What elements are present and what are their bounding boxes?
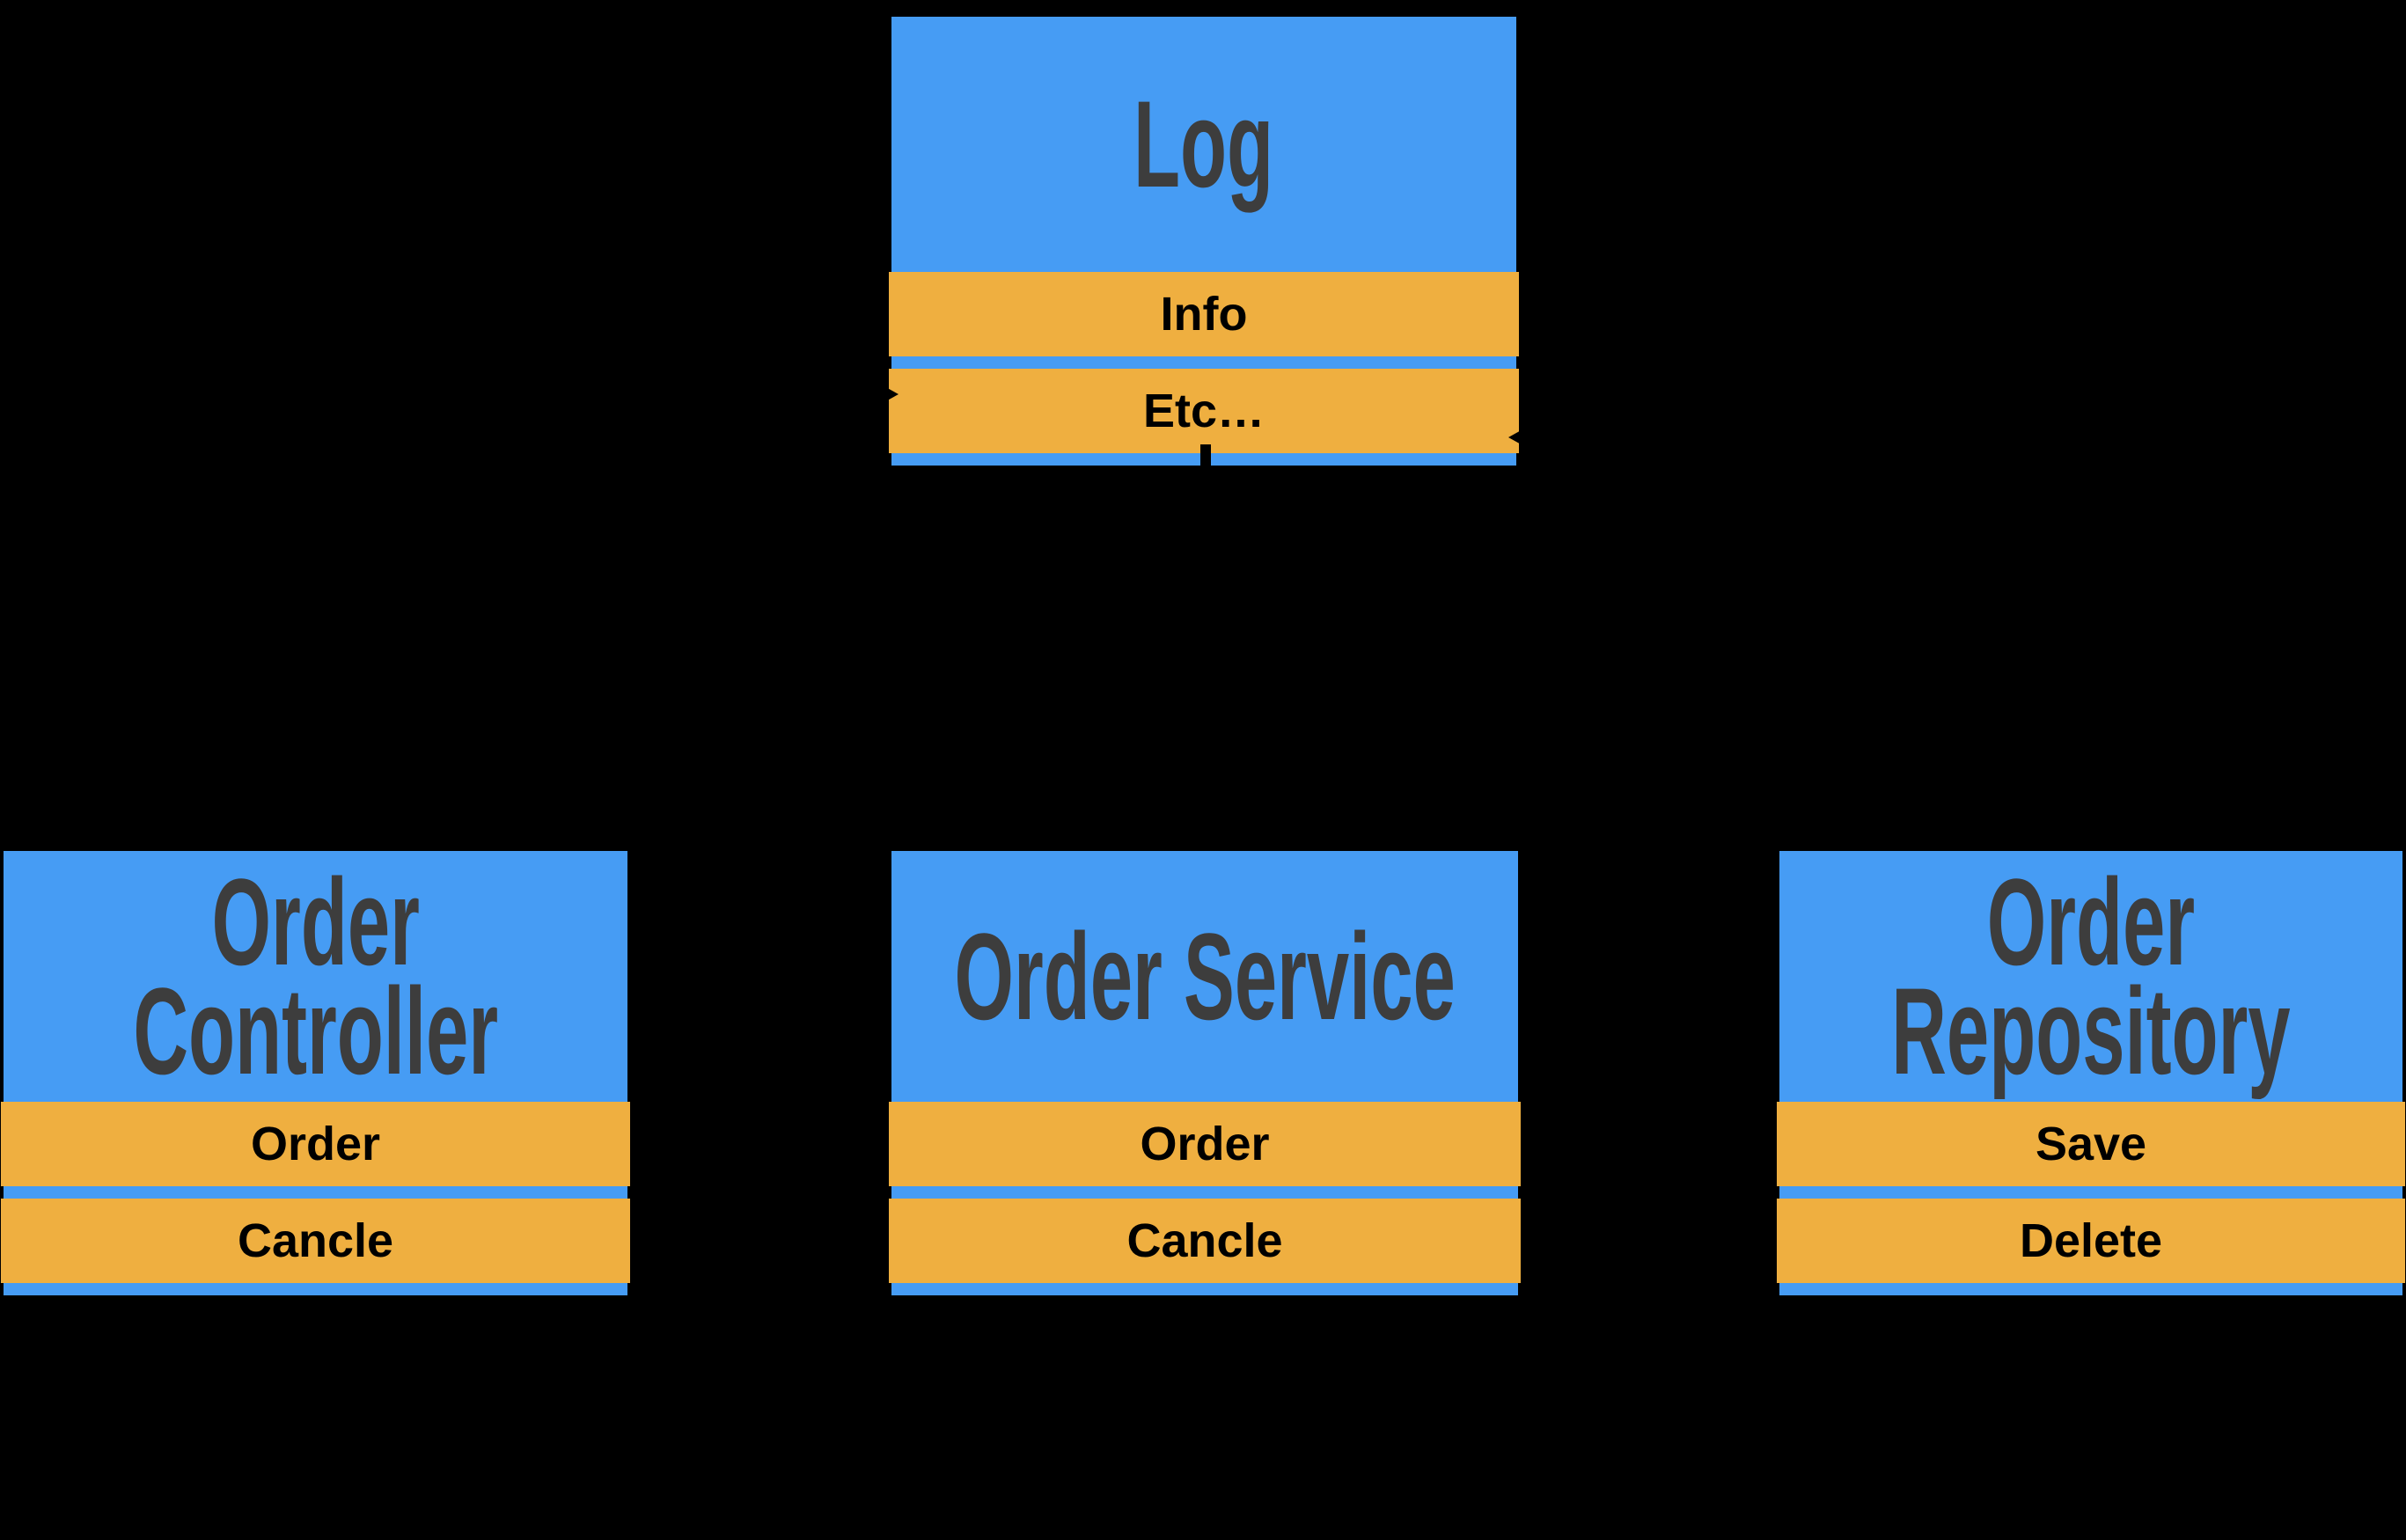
class-box-order-repository-method-save: Save <box>1777 1102 2405 1186</box>
class-box-log-header: Log <box>891 17 1516 272</box>
class-box-order-service-method-cancle: Cancle <box>889 1199 1521 1283</box>
connector-line-up-icon <box>1200 444 1211 485</box>
connector-arrowhead-right-icon <box>875 381 899 407</box>
class-box-order-service-title: Order Service <box>954 906 1456 1045</box>
class-box-order-controller-method-cancle: Cancle <box>1 1199 630 1283</box>
class-box-log-title: Log <box>1133 75 1274 214</box>
class-box-order-service-method-order: Order <box>889 1102 1521 1186</box>
class-box-order-service-header: Order Service <box>891 851 1518 1102</box>
class-box-order-repository-title: Order Repository <box>1891 853 2291 1100</box>
class-box-order-controller: Order Controller Order Cancle <box>1 851 630 1295</box>
class-box-order-repository-header: Order Repository <box>1779 851 2402 1102</box>
class-box-log: Log Info Etc… <box>889 17 1519 466</box>
class-box-order-controller-header: Order Controller <box>4 851 627 1102</box>
class-box-log-method-info: Info <box>889 272 1519 356</box>
class-box-order-controller-method-order: Order <box>1 1102 630 1186</box>
connector-arrowhead-left-icon <box>1508 424 1532 451</box>
class-box-order-repository: Order Repository Save Delete <box>1777 851 2405 1295</box>
class-box-order-controller-title: Order Controller <box>133 853 498 1100</box>
class-box-order-repository-method-delete: Delete <box>1777 1199 2405 1283</box>
class-box-log-method-etc: Etc… <box>889 369 1519 453</box>
class-box-order-service: Order Service Order Cancle <box>889 851 1521 1295</box>
